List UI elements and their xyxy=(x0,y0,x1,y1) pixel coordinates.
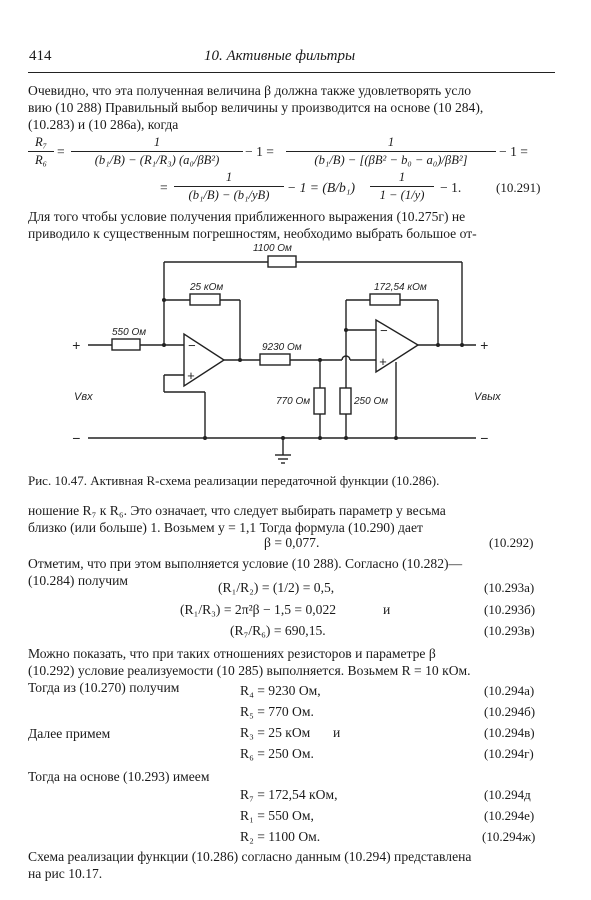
eq-294a: R₄ = 9230 Ом, xyxy=(240,683,321,698)
eq-equals-1: = xyxy=(57,144,65,159)
svg-text:+: + xyxy=(187,368,195,383)
page-number: 414 xyxy=(29,48,52,64)
eq-fraction-2: 1(b₁/B) − [(βB² − b₀ − a₀)/βB²] xyxy=(286,135,496,168)
label-r6: 250 Ом xyxy=(353,396,388,407)
eq-294c-prefix: Далее примем xyxy=(28,726,111,741)
eq-number-291: (10.291) xyxy=(496,180,541,195)
eq-mid: − 1 = (B/b₁) xyxy=(287,180,355,195)
para1-line2: вию (10 288) Правильный выбор величины y… xyxy=(28,100,484,115)
para2-line1: Для того чтобы условие получения приближ… xyxy=(28,209,466,224)
svg-text:+: + xyxy=(379,354,387,369)
para2-line2: приводило к существенным погрешностям, н… xyxy=(28,226,477,241)
circuit-diagram: − + − + 1100 Ом 25 кОм 550 Ом 9230 Ом 17… xyxy=(72,243,501,464)
eq-294f: R₁ = 550 Ом, xyxy=(240,808,314,823)
label-r7: 172,54 кОм xyxy=(374,282,427,293)
para7-line1: Схема реализации функции (10.286) соглас… xyxy=(28,849,472,864)
input-minus: − xyxy=(72,430,80,446)
eq-number-293c: (10.293в) xyxy=(484,623,535,638)
para5-line2: (10.292) условие реализуемости (10 285) … xyxy=(28,663,471,678)
para1-line3: (10.283) и (10 286а), когда xyxy=(28,117,179,132)
eq-fraction-1: 1(b₁/B) − (R₁/R₃) (a₀/βB²) xyxy=(71,135,243,168)
label-r1: 550 Ом xyxy=(112,327,146,338)
eq-293a: (R₁/R₂) = (1/2) = 0,5, xyxy=(218,580,335,595)
label-r4: 9230 Ом xyxy=(262,342,302,353)
eq-number-294d: (10.294г) xyxy=(484,746,534,761)
eq-294e: R₇ = 172,54 кОм, xyxy=(240,787,338,802)
eq-number-292: (10.292) xyxy=(489,535,534,550)
eq-294c: R₃ = 25 кОм xyxy=(240,725,311,740)
header-rule xyxy=(28,72,555,73)
eq-fraction-3: 1(b₁/B) − (b₁/yB) xyxy=(174,170,284,203)
eq-number-294g: (10.294ж) xyxy=(482,829,536,844)
para3-line2: близко (или больше) 1. Возьмем y = 1,1 Т… xyxy=(28,520,423,535)
para7-line2: на рис 10.17. xyxy=(28,866,103,881)
eq-293b: (R₁/R₃) = 2π²β − 1,5 = 0,022 xyxy=(180,602,337,617)
para4-line1: Отметим, что при этом выполняется услови… xyxy=(28,556,463,571)
output-minus: − xyxy=(480,430,488,446)
eq-number-294a: (10.294а) xyxy=(484,683,535,698)
eq-number-294f: (10.294е) xyxy=(484,808,535,823)
svg-text:−: − xyxy=(380,323,388,338)
eq-number-294b: (10.294б) xyxy=(484,704,536,719)
resistor-r6 xyxy=(339,387,352,415)
eq-number-294e: (10.294д xyxy=(484,787,531,802)
resistor-r4 xyxy=(259,353,291,366)
eq-293b-and: и xyxy=(383,602,391,617)
label-vout: Vвых xyxy=(474,391,501,403)
resistor-r1 xyxy=(111,338,141,351)
label-r5: 770 Ом xyxy=(276,396,310,407)
para1-line1: Очевидно, что эта полученная величина β … xyxy=(28,83,472,98)
eq-number-293a: (10.293а) xyxy=(484,580,535,595)
para5-line3: Тогда из (10.270) получим xyxy=(28,680,180,695)
resistor-r7 xyxy=(369,293,401,306)
opamp-2 xyxy=(375,318,420,374)
para6: Тогда на основе (10.293) имеем xyxy=(28,769,210,784)
eq-292: β = 0,077. xyxy=(264,535,320,550)
eq-294c-and: и xyxy=(333,725,341,740)
eq-294g: R₂ = 1100 Ом. xyxy=(240,829,321,844)
eq-294b: R₅ = 770 Ом. xyxy=(240,704,314,719)
label-vin: Vвх xyxy=(74,391,93,403)
eq-number-294c: (10.294в) xyxy=(484,725,535,740)
label-r3: 25 кОм xyxy=(189,282,223,293)
figure-caption: Рис. 10.47. Активная R-схема реализации … xyxy=(28,473,440,488)
eq-equals-2: = xyxy=(160,180,168,195)
resistor-r3 xyxy=(189,293,221,306)
label-r2: 1100 Ом xyxy=(253,243,292,254)
para3-line1: ношение R₇ к R₆. Это означает, что следу… xyxy=(28,503,446,518)
svg-text:−: − xyxy=(188,338,196,353)
para4-line2: (10.284) получим xyxy=(28,573,129,588)
eq-tail: − 1. xyxy=(440,180,462,195)
eq-minus-one-1: − 1 = xyxy=(245,144,274,159)
output-plus: + xyxy=(480,337,488,353)
resistor-r5 xyxy=(313,387,326,415)
input-plus: + xyxy=(72,337,80,353)
chapter-title: 10. Активные фильтры xyxy=(204,48,356,64)
para5-line1: Можно показать, что при таких отношениях… xyxy=(28,646,436,661)
eq-number-293b: (10.293б) xyxy=(484,602,536,617)
opamp-1 xyxy=(183,332,226,388)
resistor-r2 xyxy=(267,255,297,268)
eq-minus-one-2: − 1 = xyxy=(499,144,528,159)
eq-293c: (R₇/R₆) = 690,15. xyxy=(230,623,326,638)
eq-294d: R₆ = 250 Ом. xyxy=(240,746,314,761)
